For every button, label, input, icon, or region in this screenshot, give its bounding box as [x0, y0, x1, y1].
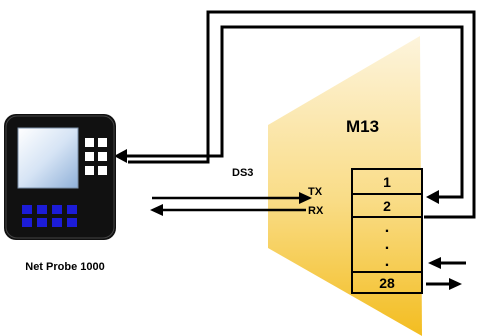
tx-arrow-head [299, 192, 312, 204]
mux-slot-1: 1 [383, 174, 391, 190]
mux-slot-ellipsis-1: . [385, 219, 389, 236]
tx-label: TX [308, 186, 323, 198]
loop-cable-outer [128, 10, 476, 219]
loop-arrow-into-slot-2 [426, 190, 439, 204]
link-label-ds3: DS3 [232, 167, 253, 179]
input-arrow-head [428, 257, 441, 269]
loop-cable-inner [124, 25, 464, 199]
rx-arrow-head [150, 204, 163, 216]
mux-slot-28: 28 [379, 275, 395, 291]
loop-arrow-into-device [114, 149, 127, 163]
net-probe-device [4, 114, 116, 240]
device-keypad [85, 138, 107, 175]
device-screen [17, 127, 79, 189]
device-bottom-buttons [22, 205, 77, 227]
mux-slot-ellipsis-3: . [385, 253, 389, 270]
output-arrow-head [449, 278, 462, 290]
mux-slot-table [351, 168, 423, 294]
mux-title: M13 [346, 117, 379, 136]
mux-slot-2: 2 [383, 198, 391, 214]
rx-label: RX [308, 205, 324, 217]
mux-body [268, 36, 422, 336]
device-label: Net Probe 1000 [25, 261, 104, 273]
mux-slot-ellipsis-2: . [385, 236, 389, 253]
